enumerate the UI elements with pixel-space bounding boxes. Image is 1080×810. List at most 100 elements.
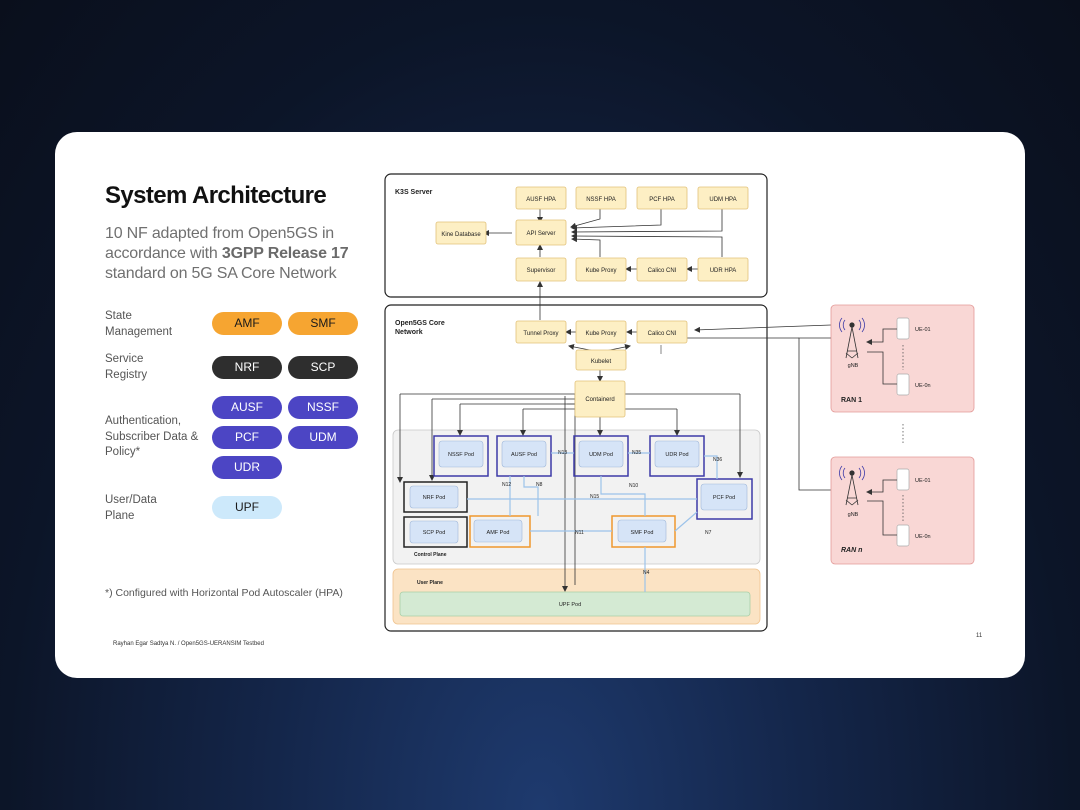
svg-text:Kine Database: Kine Database	[441, 232, 481, 238]
category-state-label: State Management	[105, 310, 173, 338]
supervisor: Supervisor	[515, 257, 567, 282]
svg-text:API Server: API Server	[526, 231, 555, 237]
pill-upf: UPF	[212, 496, 282, 519]
svg-text:UDR HPA: UDR HPA	[710, 268, 737, 274]
core-calico-cni: Calico CNI	[636, 320, 688, 344]
ue-01-phone-icon	[896, 468, 910, 491]
control-plane-label: Control Plane	[414, 552, 447, 558]
svg-text:NRF Pod: NRF Pod	[423, 495, 446, 501]
svg-text:Kube Proxy: Kube Proxy	[585, 331, 616, 337]
svg-text:Supervisor: Supervisor	[527, 268, 556, 274]
pill-udm: UDM	[288, 426, 358, 449]
k3s-server: K3S Server AUSF HPA NSSF HPA	[384, 173, 768, 298]
subtitle-bold: 3GPP Release 17	[221, 245, 349, 262]
n10-label: N10	[629, 483, 638, 489]
api-server: API Server	[515, 219, 567, 246]
hpa-pcf: PCF HPA	[636, 186, 688, 210]
svg-text:PCF Pod: PCF Pod	[713, 495, 735, 501]
k3s-calico-cni: Calico CNI	[636, 257, 688, 282]
category-registry-label: Service Registry	[105, 353, 148, 381]
nrf-pod: NRF Pod	[403, 481, 468, 513]
svg-text:Calico CNI: Calico CNI	[648, 331, 677, 337]
rann-title: RAN n	[841, 547, 862, 554]
svg-text:AUSF HPA: AUSF HPA	[526, 197, 556, 203]
category-plane-label: User/Data Plane	[105, 494, 157, 522]
hpa-udm: UDM HPA	[697, 186, 749, 210]
svg-text:Containerd: Containerd	[585, 397, 614, 403]
ran-n: gNB RAN n UE-01 UE-0n	[830, 456, 975, 565]
ue-0n-phone-icon	[896, 524, 910, 547]
ue-01-phone-icon	[896, 317, 910, 340]
hpa-nssf: NSSF HPA	[575, 186, 627, 210]
subtitle-part1: 10 NF adapted from Open5GS in accordance…	[105, 225, 334, 262]
open5gs-core: Open5GS Core Network Control Plane User …	[384, 281, 836, 632]
n36-label: N36	[713, 457, 722, 463]
ue-0n-phone-icon	[896, 373, 910, 396]
pill-ausf: AUSF	[212, 396, 282, 419]
svg-text:AMF Pod: AMF Pod	[487, 530, 510, 536]
svg-text:UDM HPA: UDM HPA	[709, 197, 736, 203]
upf-pod: UPF Pod	[399, 591, 751, 617]
pill-scp: SCP	[288, 356, 358, 379]
architecture-diagram: K3S Server AUSF HPA NSSF HPA	[384, 173, 975, 632]
svg-text:NSSF HPA: NSSF HPA	[586, 197, 616, 203]
gnb-antenna-icon	[839, 465, 865, 506]
n12-label: N12	[502, 482, 511, 488]
core-title-line1: Open5GS Core	[395, 320, 445, 327]
svg-text:Kubelet: Kubelet	[591, 359, 612, 365]
svg-text:Tunnel Proxy: Tunnel Proxy	[523, 331, 558, 337]
slide-card: System Architecture 10 NF adapted from O…	[55, 132, 1025, 678]
category-auth-label: Authentication, Subscriber Data & Policy…	[105, 415, 199, 458]
pill-pcf: PCF	[212, 426, 282, 449]
ran1-gnb-label: gNB	[848, 363, 859, 369]
hpa-ausf: AUSF HPA	[515, 186, 567, 210]
scp-pod: SCP Pod	[403, 516, 468, 548]
svg-text:Kube Proxy: Kube Proxy	[585, 268, 616, 274]
kine-database: Kine Database	[435, 221, 487, 245]
n8-label: N8	[536, 482, 543, 488]
ausf-pod: AUSF Pod	[496, 435, 552, 477]
pill-nrf: NRF	[212, 356, 282, 379]
pill-nssf: NSSF	[288, 396, 358, 419]
footnote: *) Configured with Horizontal Pod Autosc…	[105, 587, 343, 599]
subtitle: 10 NF adapted from Open5GS in accordance…	[105, 224, 365, 284]
credit: Rayhan Egar Sadtya N. / Open5GS-UERANSIM…	[113, 641, 264, 647]
svg-text:UDM Pod: UDM Pod	[589, 452, 613, 458]
subtitle-part2: standard on 5G SA Core Network	[105, 265, 337, 282]
n7-label: N7	[705, 530, 712, 536]
gnb-antenna-icon	[839, 317, 865, 359]
tunnel-proxy: Tunnel Proxy	[515, 320, 567, 344]
pill-amf: AMF	[212, 312, 282, 335]
n15-label: N15	[590, 494, 599, 500]
svg-text:SMF Pod: SMF Pod	[631, 530, 654, 536]
kubelet: Kubelet	[575, 349, 627, 371]
containerd: Containerd	[574, 380, 626, 418]
rann-ue-last: UE-0n	[915, 534, 931, 540]
svg-text:UPF Pod: UPF Pod	[559, 602, 581, 608]
pill-udr: UDR	[212, 456, 282, 479]
rann-ue-first: UE-01	[915, 478, 931, 484]
svg-text:UDR Pod: UDR Pod	[665, 452, 688, 458]
n11-label: N11	[575, 530, 584, 536]
svg-text:NSSF Pod: NSSF Pod	[448, 452, 474, 458]
k3s-title: K3S Server	[395, 189, 433, 196]
udr-pod: UDR Pod	[649, 435, 705, 477]
udm-pod: UDM Pod	[573, 435, 629, 477]
n4-label: N4	[643, 570, 650, 576]
pill-smf: SMF	[288, 312, 358, 335]
nssf-pod: NSSF Pod	[433, 435, 489, 477]
ran1-ue-last: UE-0n	[915, 383, 931, 389]
core-title-line2: Network	[395, 329, 423, 336]
page-number: 11	[976, 633, 983, 639]
svg-text:AUSF Pod: AUSF Pod	[511, 452, 537, 458]
ran1-title: RAN 1	[841, 397, 862, 404]
hpa-udr: UDR HPA	[697, 257, 749, 282]
ran-1: gNB RAN 1 UE-01 UE-0n	[830, 304, 975, 413]
svg-text:SCP Pod: SCP Pod	[423, 530, 446, 536]
k3s-kube-proxy: Kube Proxy	[575, 257, 627, 282]
n13-label: N13	[558, 450, 567, 456]
core-kube-proxy: Kube Proxy	[575, 320, 627, 344]
n35-label: N35	[632, 450, 641, 456]
page-title: System Architecture	[105, 182, 327, 209]
svg-text:Calico CNI: Calico CNI	[648, 268, 677, 274]
